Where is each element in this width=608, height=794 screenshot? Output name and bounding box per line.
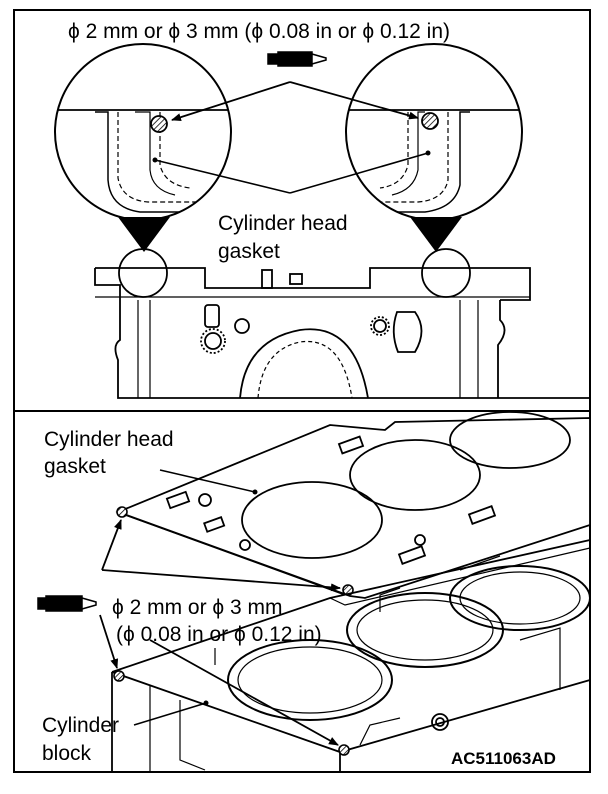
bottom-dimension-line2: (ϕ 0.08 in or ϕ 0.12 in) (116, 623, 322, 646)
bottom-panel: Cylinder head gasket (37, 411, 591, 772)
top-dimension-label: ϕ 2 mm or ϕ 3 mm (ϕ 0.08 in or ϕ 0.12 in… (68, 20, 450, 43)
zoom-pointer-right (410, 217, 462, 252)
sealant-arrows-bottom-upper (101, 519, 341, 592)
gasket-sealant-dot-left (116, 506, 128, 518)
engine-front-section (94, 248, 590, 399)
figure-code-label: AC511063AD (451, 749, 556, 768)
sealant-arrows-top (171, 81, 419, 122)
cylinder-block-drawing (111, 538, 591, 772)
sealant-bead-right (421, 112, 439, 130)
top-gasket-label-line1: Cylinder head (218, 212, 348, 235)
bottom-gasket-label-line2: gasket (44, 455, 106, 478)
block-leader (133, 702, 207, 726)
gasket-plate-drawing (115, 411, 591, 599)
top-gasket-label-line2: gasket (218, 240, 280, 263)
gasket-sealant-dot-right (342, 584, 354, 596)
bottom-dimension-line1: ϕ 2 mm or ϕ 3 mm (112, 596, 283, 619)
gasket-leaders-top (154, 152, 429, 194)
block-label-line1: Cylinder (42, 714, 119, 737)
bottom-gasket-label-line1: Cylinder head (44, 428, 174, 451)
block-sealant-dot-left (113, 670, 125, 682)
zoom-pointer-left (118, 217, 170, 252)
gasket-leader-bottom (159, 469, 256, 493)
block-label-line2: block (42, 742, 92, 765)
sealant-tube-icon (267, 51, 327, 67)
left-detail-circle (54, 43, 232, 252)
right-detail-circle (345, 43, 523, 252)
block-sealant-dot-right (338, 744, 350, 756)
sealant-bead-left (150, 115, 168, 133)
figure-frame (13, 9, 591, 773)
top-panel: ϕ 2 mm or ϕ 3 mm (ϕ 0.08 in or ϕ 0.12 in… (54, 20, 590, 399)
sealant-tube-icon-bottom (37, 595, 97, 612)
sealant-arrows-bottom-lower (99, 614, 339, 746)
